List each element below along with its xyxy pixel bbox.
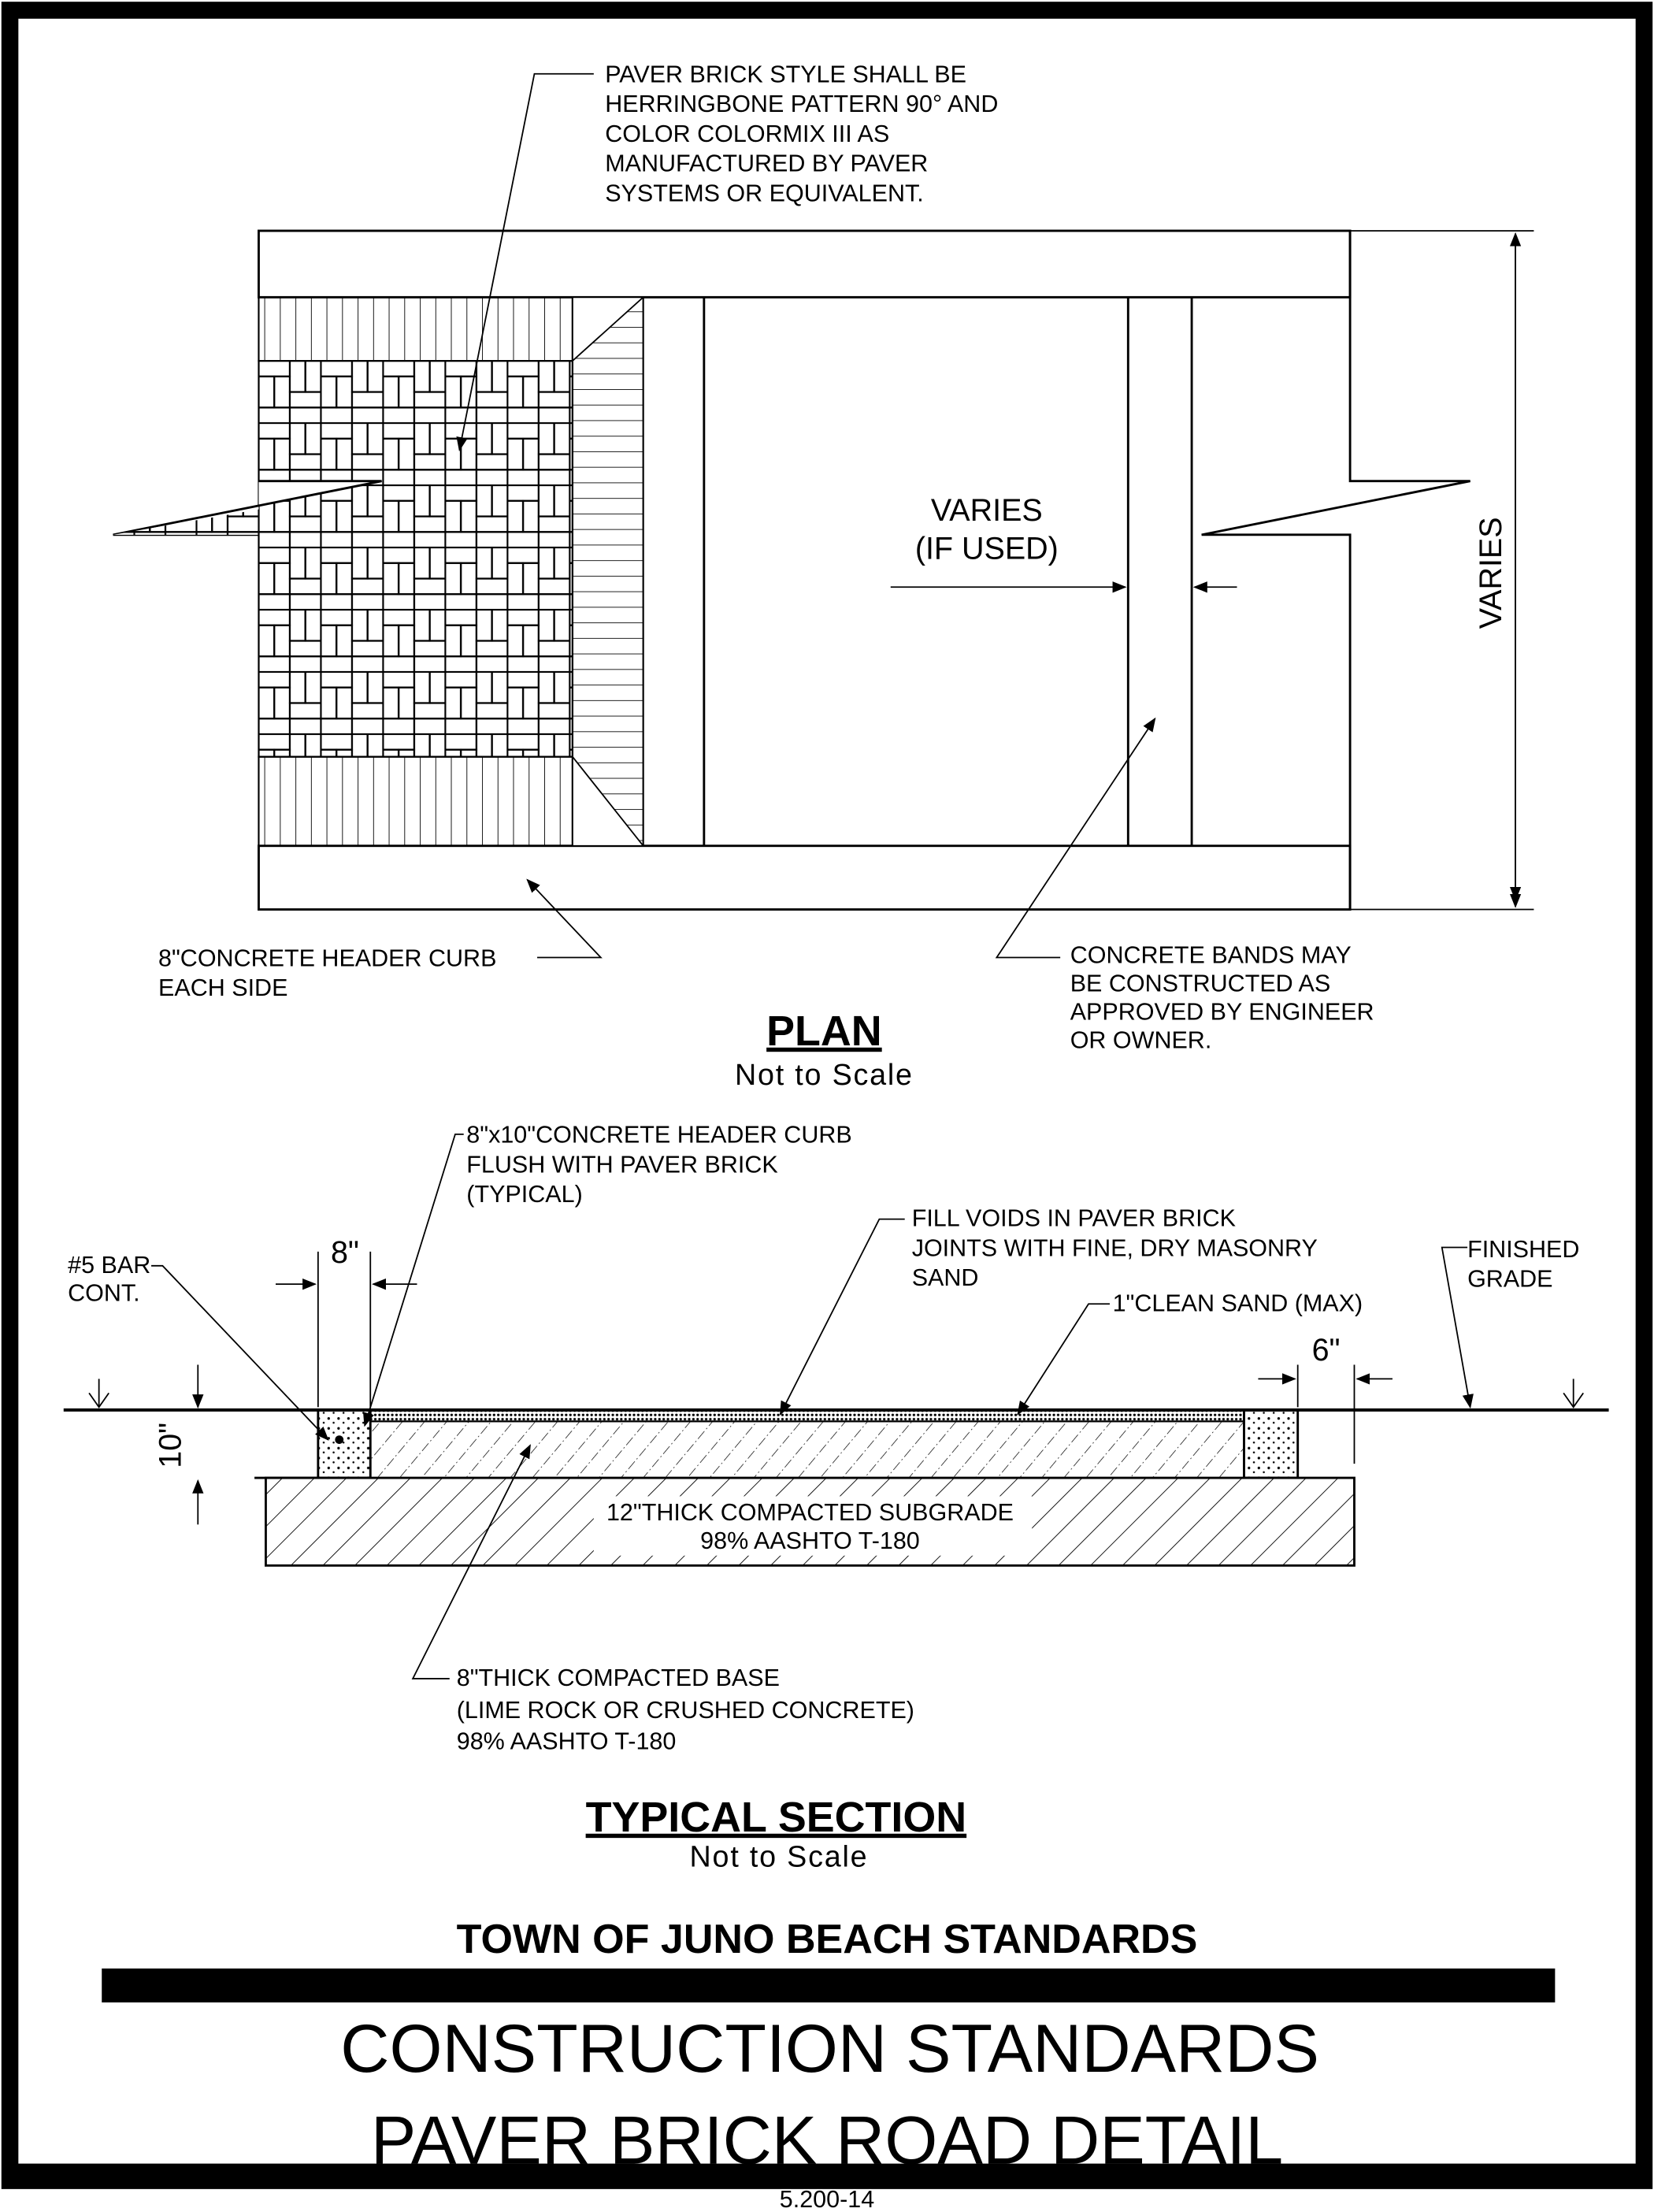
- plan-view: VARIES VARIES (IF USED) PAVER BRICK STYL…: [113, 61, 1534, 1091]
- section-title: TYPICAL SECTION: [586, 1794, 967, 1841]
- svg-text:BE CONSTRUCTED AS: BE CONSTRUCTED AS: [1070, 971, 1330, 997]
- sheet-number: 5.200-14: [780, 2186, 874, 2212]
- plan-title: PLAN: [766, 1008, 882, 1055]
- soldier-course-top: [258, 296, 573, 362]
- title-divider-bar: [102, 1968, 1556, 2002]
- agency-name: TOWN OF JUNO BEACH STANDARDS: [457, 1917, 1198, 1962]
- drawing-title-line-2: PAVER BRICK ROAD DETAIL: [371, 2103, 1283, 2179]
- soldier-course-side: [571, 296, 644, 847]
- rebar: [335, 1435, 344, 1444]
- svg-text:(LIME ROCK OR CRUSHED CONCRETE: (LIME ROCK OR CRUSHED CONCRETE): [457, 1697, 914, 1724]
- section-scale: Not to Scale: [690, 1840, 869, 1873]
- svg-text:APPROVED BY ENGINEER: APPROVED BY ENGINEER: [1070, 999, 1374, 1026]
- svg-text:MANUFACTURED BY PAVER: MANUFACTURED BY PAVER: [605, 150, 928, 177]
- svg-text:SAND: SAND: [912, 1264, 979, 1291]
- svg-text:8"THICK COMPACTED BASE: 8"THICK COMPACTED BASE: [457, 1665, 780, 1691]
- title-bottom-band: [9, 2163, 1645, 2184]
- fill-voids-note: FILL VOIDS IN PAVER BRICK JOINTS WITH FI…: [912, 1205, 1318, 1291]
- concrete-bands-note: CONCRETE BANDS MAY BE CONSTRUCTED AS APP…: [1070, 942, 1374, 1054]
- rebar-note: #5 BAR CONT.: [68, 1252, 150, 1307]
- sand-layer: [369, 1408, 1245, 1423]
- svg-text:FINISHED: FINISHED: [1467, 1236, 1579, 1263]
- svg-text:PAVER BRICK STYLE SHALL BE: PAVER BRICK STYLE SHALL BE: [605, 61, 966, 88]
- svg-text:OR OWNER.: OR OWNER.: [1070, 1026, 1212, 1053]
- title-block: TOWN OF JUNO BEACH STANDARDS CONSTRUCTIO…: [102, 1917, 1556, 2212]
- svg-text:8"CONCRETE HEADER CURB: 8"CONCRETE HEADER CURB: [158, 945, 496, 971]
- svg-text:CONCRETE BANDS MAY: CONCRETE BANDS MAY: [1070, 942, 1352, 969]
- svg-text:98% AASHTO T-180: 98% AASHTO T-180: [700, 1527, 920, 1554]
- curb-width-dimension: 8": [331, 1235, 359, 1270]
- varies-band-label: VARIES: [931, 493, 1043, 528]
- svg-text:EACH SIDE: EACH SIDE: [158, 974, 287, 1001]
- svg-text:98% AASHTO T-180: 98% AASHTO T-180: [457, 1728, 677, 1755]
- left-header-curb: [317, 1408, 372, 1479]
- soldier-course-bottom: [258, 755, 573, 847]
- bottom-header-curb: [258, 844, 1352, 911]
- svg-text:COLOR COLORMIX III AS: COLOR COLORMIX III AS: [605, 121, 889, 147]
- svg-text:JOINTS WITH FINE, DRY MASONRY: JOINTS WITH FINE, DRY MASONRY: [912, 1234, 1318, 1261]
- typical-section-view: 10" 8" 6" 8"x10"CONCRETE HEADER CURB FLU…: [63, 1122, 1609, 1873]
- base-layer: [369, 1420, 1245, 1479]
- top-header-curb: [258, 229, 1352, 299]
- drawing-title-line-1: CONSTRUCTION STANDARDS: [340, 2011, 1319, 2087]
- header-curb-note: 8"CONCRETE HEADER CURB EACH SIDE: [158, 945, 496, 1001]
- offset-dimension-label: 6": [1312, 1333, 1341, 1368]
- svg-text:8"x10"CONCRETE HEADER CURB: 8"x10"CONCRETE HEADER CURB: [466, 1122, 851, 1149]
- right-header-curb: [1243, 1408, 1300, 1479]
- svg-text:FILL VOIDS IN PAVER BRICK: FILL VOIDS IN PAVER BRICK: [912, 1205, 1236, 1232]
- plan-scale: Not to Scale: [735, 1058, 914, 1091]
- svg-text:FLUSH WITH PAVER BRICK: FLUSH WITH PAVER BRICK: [466, 1151, 777, 1178]
- clean-sand-note: 1"CLEAN SAND (MAX): [1113, 1290, 1363, 1316]
- finished-grade-note: FINISHED GRADE: [1467, 1236, 1579, 1293]
- svg-text:12"THICK COMPACTED SUBGRADE: 12"THICK COMPACTED SUBGRADE: [606, 1499, 1014, 1526]
- svg-text:HERRINGBONE PATTERN 90° AND: HERRINGBONE PATTERN 90° AND: [605, 91, 998, 117]
- paver-style-note: PAVER BRICK STYLE SHALL BE HERRINGBONE P…: [605, 61, 998, 207]
- svg-text:SYSTEMS OR EQUIVALENT.: SYSTEMS OR EQUIVALENT.: [605, 180, 923, 206]
- svg-text:(TYPICAL): (TYPICAL): [466, 1181, 582, 1208]
- base-note: 8"THICK COMPACTED BASE (LIME ROCK OR CRU…: [457, 1665, 914, 1755]
- svg-text:GRADE: GRADE: [1467, 1266, 1552, 1293]
- header-curb-section-note: 8"x10"CONCRETE HEADER CURB FLUSH WITH PA…: [466, 1122, 851, 1208]
- herringbone-paver-field: [258, 360, 573, 758]
- break-line-right: [1201, 230, 1470, 910]
- depth-dimension-label: 10": [154, 1423, 188, 1468]
- varies-band-label-2: (IF USED): [915, 531, 1059, 566]
- subgrade-note: 12"THICK COMPACTED SUBGRADE 98% AASHTO T…: [606, 1499, 1014, 1554]
- svg-text:CONT.: CONT.: [68, 1280, 139, 1307]
- svg-text:#5 BAR: #5 BAR: [68, 1252, 150, 1279]
- varies-width-label: VARIES: [1474, 517, 1508, 629]
